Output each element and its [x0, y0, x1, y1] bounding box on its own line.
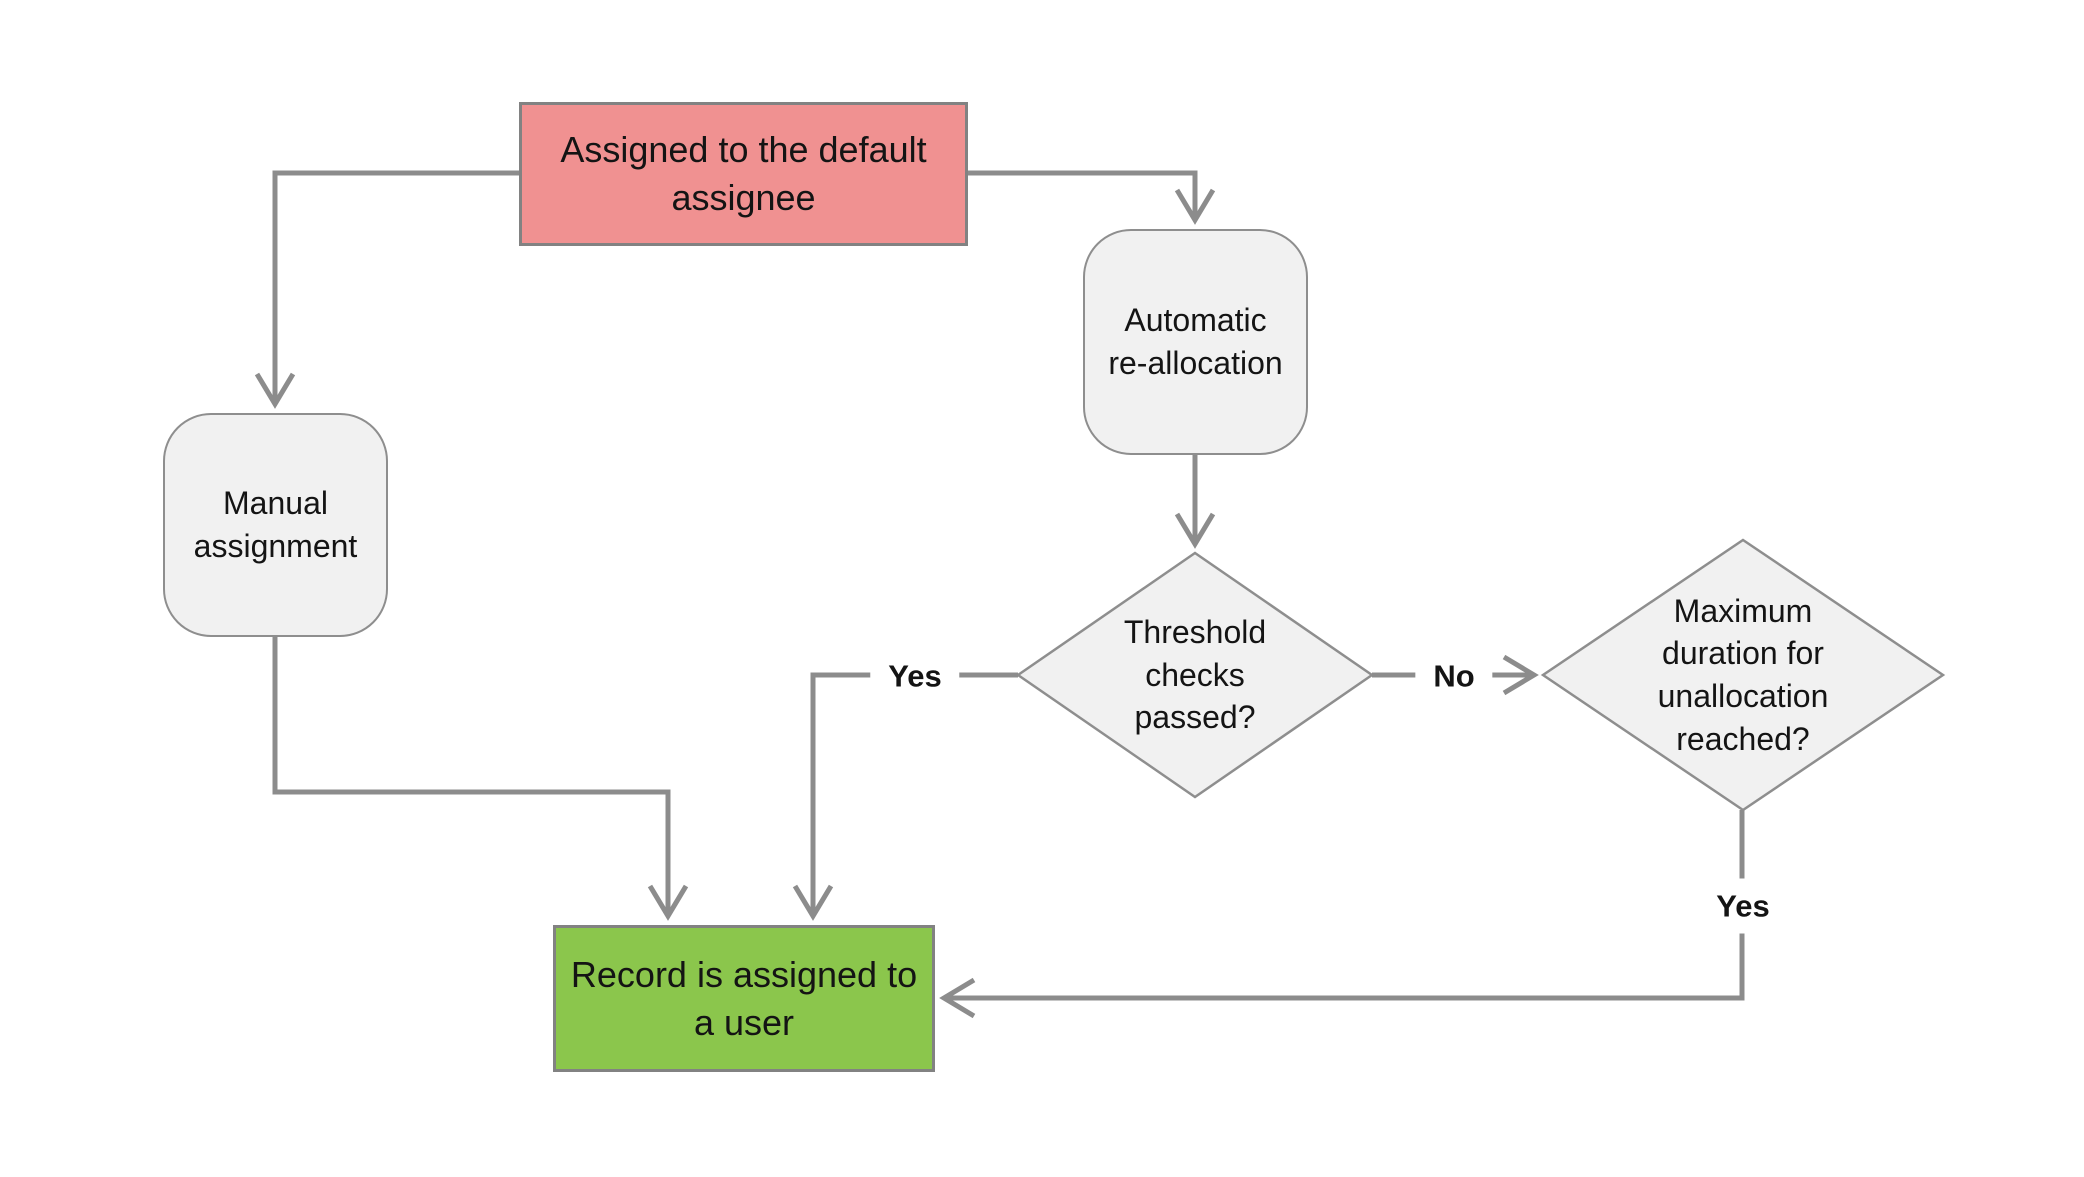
node-automatic-reallocation-label: Automatic re-allocation	[1108, 302, 1283, 381]
decision-max-duration: Maximum duration for unallocation reache…	[1583, 545, 1903, 805]
decision-threshold-shape	[1015, 551, 1375, 799]
node-manual-assignment: Manual assignment	[163, 413, 388, 637]
edge-start-to-manual	[254, 170, 519, 409]
edge-start-to-auto	[968, 170, 1216, 225]
edge-label-threshold-no: No	[1415, 654, 1493, 698]
node-record-assigned-label: Record is assigned to a user	[570, 953, 918, 1043]
node-automatic-reallocation: Automatic re-allocation	[1083, 229, 1308, 455]
edge-label-threshold-yes: Yes	[870, 654, 960, 698]
edge-label-max-duration-yes: Yes	[1704, 878, 1782, 934]
decision-threshold-checks-label: Threshold checks passed?	[1123, 614, 1267, 736]
node-record-assigned: Record is assigned to a user	[553, 925, 935, 1072]
decision-threshold-checks: Threshold checks passed?	[1045, 565, 1345, 785]
edge-max-duration-yes-to-end	[939, 810, 1745, 1019]
edge-manual-to-end	[272, 637, 689, 921]
node-assigned-default-assignee: Assigned to the default assignee	[519, 102, 968, 246]
edge-threshold-yes-to-end	[792, 672, 1018, 921]
node-assigned-default-assignee-label: Assigned to the default assignee	[560, 129, 927, 218]
decision-max-duration-label: Maximum duration for unallocation reache…	[1657, 592, 1829, 757]
node-manual-assignment-label: Manual assignment	[193, 485, 358, 564]
